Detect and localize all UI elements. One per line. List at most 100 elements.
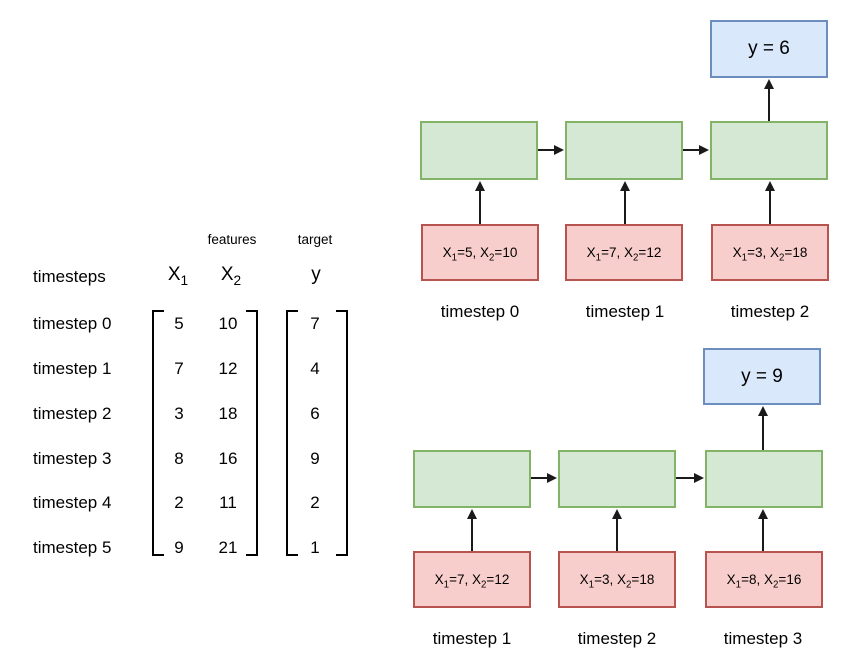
input-text: X1=7, X2=12 xyxy=(586,245,662,264)
arrow-cell0-to-cell1-top xyxy=(538,149,555,151)
x1-name: X xyxy=(434,572,444,587)
x2-value: 18 xyxy=(792,245,808,260)
features-group-header: features xyxy=(207,232,257,247)
column-header-x2: X2 xyxy=(221,265,241,287)
x1-name: X xyxy=(579,572,589,587)
x2-subscript: 2 xyxy=(626,579,632,591)
row-label: timestep 5 xyxy=(33,538,112,557)
x1-value: 5 xyxy=(464,245,473,260)
cell-y: 6 xyxy=(310,404,320,423)
x2-subscript: 2 xyxy=(773,579,779,591)
x1-subscript: 1 xyxy=(735,579,742,591)
x2-value: 16 xyxy=(786,572,802,587)
arrow-input2-to-cell2-top xyxy=(769,190,771,224)
arrow-input0-to-cell0-bottom xyxy=(471,518,473,551)
features-bracket-right xyxy=(246,310,258,556)
x1-subscript: 1 xyxy=(451,252,458,264)
input-text: X1=8, X2=16 xyxy=(726,572,802,591)
cell-x2: 16 xyxy=(218,449,238,468)
x2-subscript: 2 xyxy=(489,252,495,264)
rnn-cell-1-top xyxy=(565,121,683,180)
input-box-2-bottom: X1=8, X2=16 xyxy=(705,551,823,608)
arrow-input1-to-cell1-bottom xyxy=(616,518,618,551)
column-header-y: y xyxy=(311,264,321,285)
arrow-input2-to-cell2-bottom xyxy=(762,518,764,551)
input-text: X1=7, X2=12 xyxy=(434,572,510,591)
input-text: X1=5, X2=10 xyxy=(442,245,518,264)
x2-value: 12 xyxy=(646,245,662,260)
output-box-top: y = 6 xyxy=(710,20,828,78)
row-label: timestep 4 xyxy=(33,493,112,512)
x2-name: X xyxy=(624,245,634,260)
input-text: X1=3, X2=18 xyxy=(732,245,808,264)
timestep-caption-2-bottom: timestep 3 xyxy=(723,629,803,648)
x2-value: 10 xyxy=(502,245,518,260)
x1-value: 7 xyxy=(456,572,465,587)
target-group-header: target xyxy=(297,232,333,247)
input-text: X1=3, X2=18 xyxy=(579,572,655,591)
cell-x1: 3 xyxy=(174,404,184,423)
arrow-cell1-to-cell2-bottom xyxy=(676,477,695,479)
cell-y: 4 xyxy=(310,359,320,378)
cell-y: 1 xyxy=(310,538,320,557)
column-header-x1-text: X xyxy=(167,264,181,285)
arrow-hidden-to-output-top xyxy=(768,88,770,121)
x1-subscript: 1 xyxy=(588,579,595,591)
column-header-x2-subscript: 2 xyxy=(233,272,242,288)
cell-x2: 18 xyxy=(218,404,238,423)
x1-name: X xyxy=(732,245,742,260)
input-box-0-bottom: X1=7, X2=12 xyxy=(413,551,531,608)
arrow-input0-to-cell0-top xyxy=(479,190,481,224)
x2-value: 18 xyxy=(639,572,655,587)
x1-value: 7 xyxy=(608,245,617,260)
x2-name: X xyxy=(764,572,774,587)
cell-x1: 9 xyxy=(174,538,184,557)
arrow-cell0-to-cell1-bottom xyxy=(531,477,548,479)
cell-x2: 12 xyxy=(218,359,238,378)
x2-name: X xyxy=(472,572,482,587)
x1-name: X xyxy=(442,245,452,260)
x2-subscript: 2 xyxy=(779,252,785,264)
arrow-hidden-to-output-bottom xyxy=(762,415,764,450)
rnn-cell-2-top xyxy=(710,121,828,180)
features-bracket-left xyxy=(152,310,164,556)
column-header-x1: X1 xyxy=(167,264,188,287)
x2-subscript: 2 xyxy=(481,579,487,591)
timestep-caption-0-bottom: timestep 1 xyxy=(432,629,512,648)
x1-value: 8 xyxy=(748,572,757,587)
timestep-caption-1-bottom: timestep 2 xyxy=(577,629,657,648)
x1-subscript: 1 xyxy=(595,252,602,264)
cell-y: 7 xyxy=(310,314,320,333)
input-box-0-top: X1=5, X2=10 xyxy=(421,224,539,281)
x1-subscript: 1 xyxy=(443,579,450,591)
cell-x1: 7 xyxy=(174,359,184,378)
timestep-caption-0-top: timestep 0 xyxy=(440,302,520,321)
cell-x2: 21 xyxy=(218,538,238,557)
x2-name: X xyxy=(770,245,780,260)
x2-name: X xyxy=(617,572,627,587)
x1-subscript: 1 xyxy=(741,252,748,264)
cell-y: 2 xyxy=(310,493,320,512)
cell-x2: 10 xyxy=(218,314,238,333)
row-label: timestep 1 xyxy=(33,359,112,378)
x1-name: X xyxy=(586,245,596,260)
timesteps-row-header: timesteps xyxy=(33,267,106,286)
target-bracket-left xyxy=(286,310,298,556)
input-box-2-top: X1=3, X2=18 xyxy=(711,224,829,281)
cell-x1: 8 xyxy=(174,449,184,468)
input-box-1-bottom: X1=3, X2=18 xyxy=(558,551,676,608)
column-header-x1-subscript: 1 xyxy=(180,272,189,288)
row-label: timestep 2 xyxy=(33,404,112,423)
rnn-cell-0-bottom xyxy=(413,450,531,508)
x1-value: 3 xyxy=(601,572,610,587)
cell-x1: 5 xyxy=(174,314,184,333)
row-label: timestep 3 xyxy=(33,449,112,468)
arrow-input1-to-cell1-top xyxy=(624,190,626,224)
x2-value: 12 xyxy=(494,572,510,587)
timestep-caption-2-top: timestep 2 xyxy=(730,302,810,321)
cell-x2: 11 xyxy=(219,493,237,512)
cell-x1: 2 xyxy=(174,493,184,512)
arrow-cell1-to-cell2-top xyxy=(683,149,700,151)
row-label: timestep 0 xyxy=(33,314,112,333)
x1-name: X xyxy=(726,572,736,587)
